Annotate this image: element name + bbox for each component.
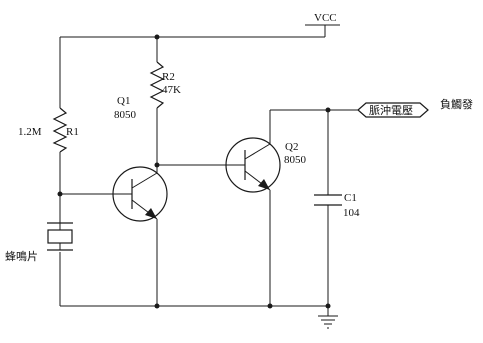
q2-ref: Q2 — [285, 141, 298, 153]
junction-vcc-r2 — [154, 34, 160, 40]
junction-c1-top — [325, 107, 331, 113]
right-branch-wire — [269, 109, 358, 306]
ground-rail — [60, 305, 338, 329]
junction-gnd-q1 — [154, 303, 160, 309]
buzzer-label: 蜂鳴片 — [5, 249, 38, 263]
r1-resistor — [52, 107, 68, 153]
c1-value: 104 — [343, 207, 360, 219]
q2-transistor — [225, 137, 281, 193]
junction-gnd-c1 — [325, 303, 331, 309]
c1-capacitor — [314, 194, 342, 206]
middle-branch-wire — [156, 37, 245, 306]
q1-part: 8050 — [114, 109, 137, 121]
junction-q1-collector — [154, 162, 160, 168]
r2-resistor — [149, 61, 165, 109]
c1-ref: C1 — [344, 192, 357, 204]
junction-q1-base — [57, 191, 63, 197]
r2-value: 47K — [162, 84, 181, 96]
r1-ref: R1 — [66, 126, 79, 138]
pulse-output-tag — [357, 102, 429, 118]
buzzer-symbol — [47, 222, 73, 251]
r1-value: 1.2M — [18, 126, 42, 138]
junction-gnd-q2 — [267, 303, 273, 309]
left-branch-wire — [59, 37, 110, 306]
vcc-label: VCC — [314, 12, 337, 24]
r2-ref: R2 — [162, 71, 175, 83]
junction-dots — [57, 34, 331, 309]
pulse-output-label: 脈沖電壓 — [369, 103, 413, 117]
trigger-label: 負觸發 — [440, 97, 473, 111]
q1-transistor — [110, 166, 168, 222]
vcc-rail — [60, 24, 340, 38]
q1-ref: Q1 — [117, 95, 130, 107]
q2-part: 8050 — [284, 154, 307, 166]
